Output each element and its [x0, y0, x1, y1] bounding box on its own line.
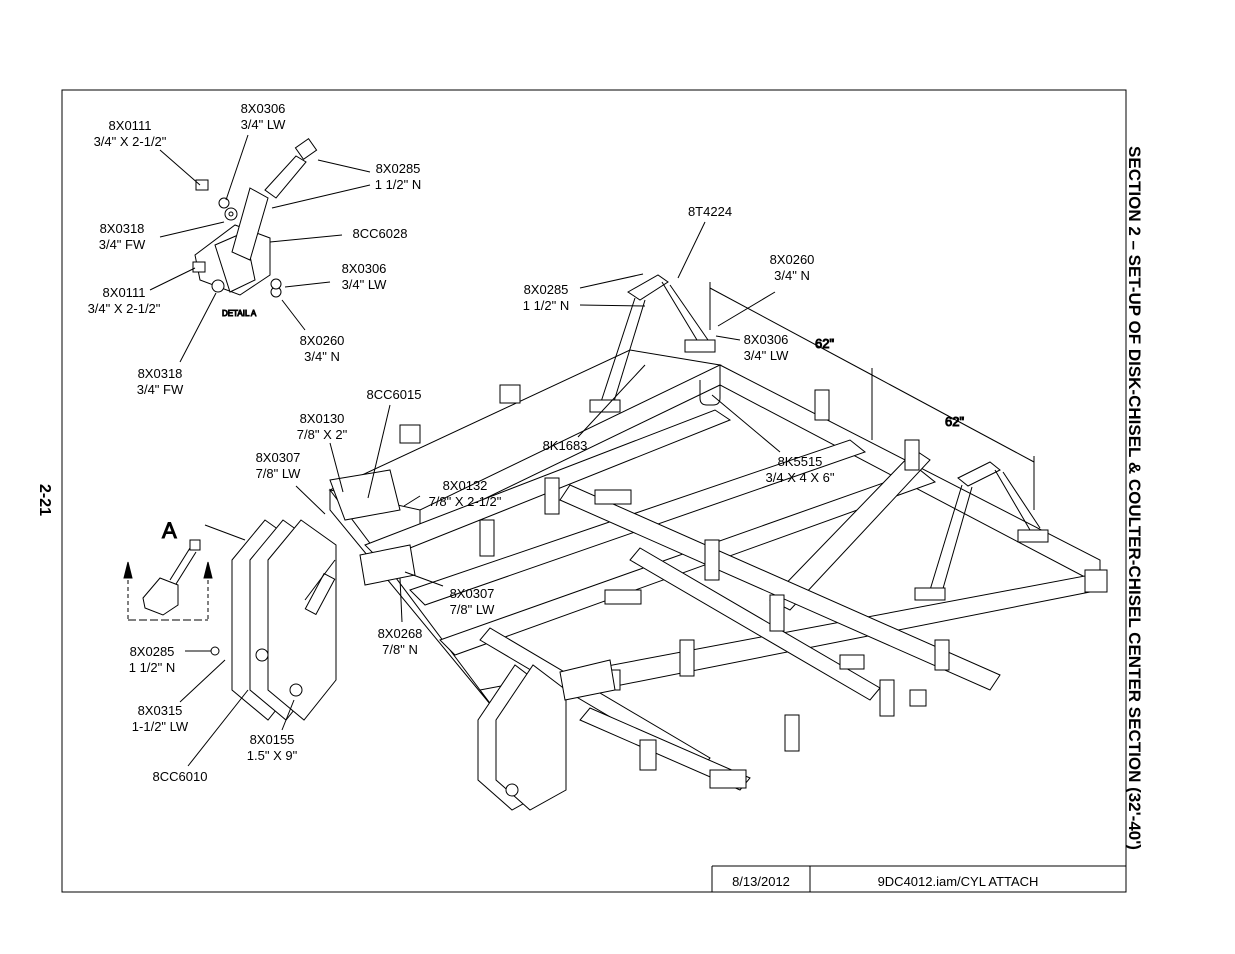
title-block-date: 8/13/2012 — [732, 874, 790, 889]
title-block: 8/13/2012 9DC4012.iam/CYL ATTACH — [711, 865, 1126, 892]
callout-8cc6028: 8CC6028 — [269, 226, 408, 243]
dimension-lines: 62" 62" — [709, 282, 1035, 510]
svg-text:8CC6028: 8CC6028 — [353, 226, 408, 241]
dimension-label-1: 62" — [815, 336, 834, 351]
callout-8cc6010: 8CC6010 — [153, 689, 249, 784]
callout-8cc6015: 8CC6015 — [367, 387, 422, 499]
view-a-inset: A — [123, 518, 246, 621]
svg-text:8T4224: 8T4224 — [688, 204, 732, 219]
dimension-label-2: 62" — [945, 414, 964, 429]
svg-text:8K1683: 8K1683 — [543, 438, 588, 453]
view-a-letter: A — [162, 518, 177, 543]
callout-8t4224: 8T4224 — [677, 204, 732, 279]
callout-8k1683: 8K1683 — [543, 364, 646, 453]
drawing-border — [61, 89, 1127, 893]
detail-a-label: DETAIL A — [222, 309, 257, 318]
svg-text:8CC6010: 8CC6010 — [153, 769, 208, 784]
title-block-file: 9DC4012.iam/CYL ATTACH — [878, 874, 1039, 889]
center-section-frame — [231, 274, 1108, 811]
detail-a-view: DETAIL A — [192, 137, 318, 319]
svg-text:8CC6015: 8CC6015 — [367, 387, 422, 402]
